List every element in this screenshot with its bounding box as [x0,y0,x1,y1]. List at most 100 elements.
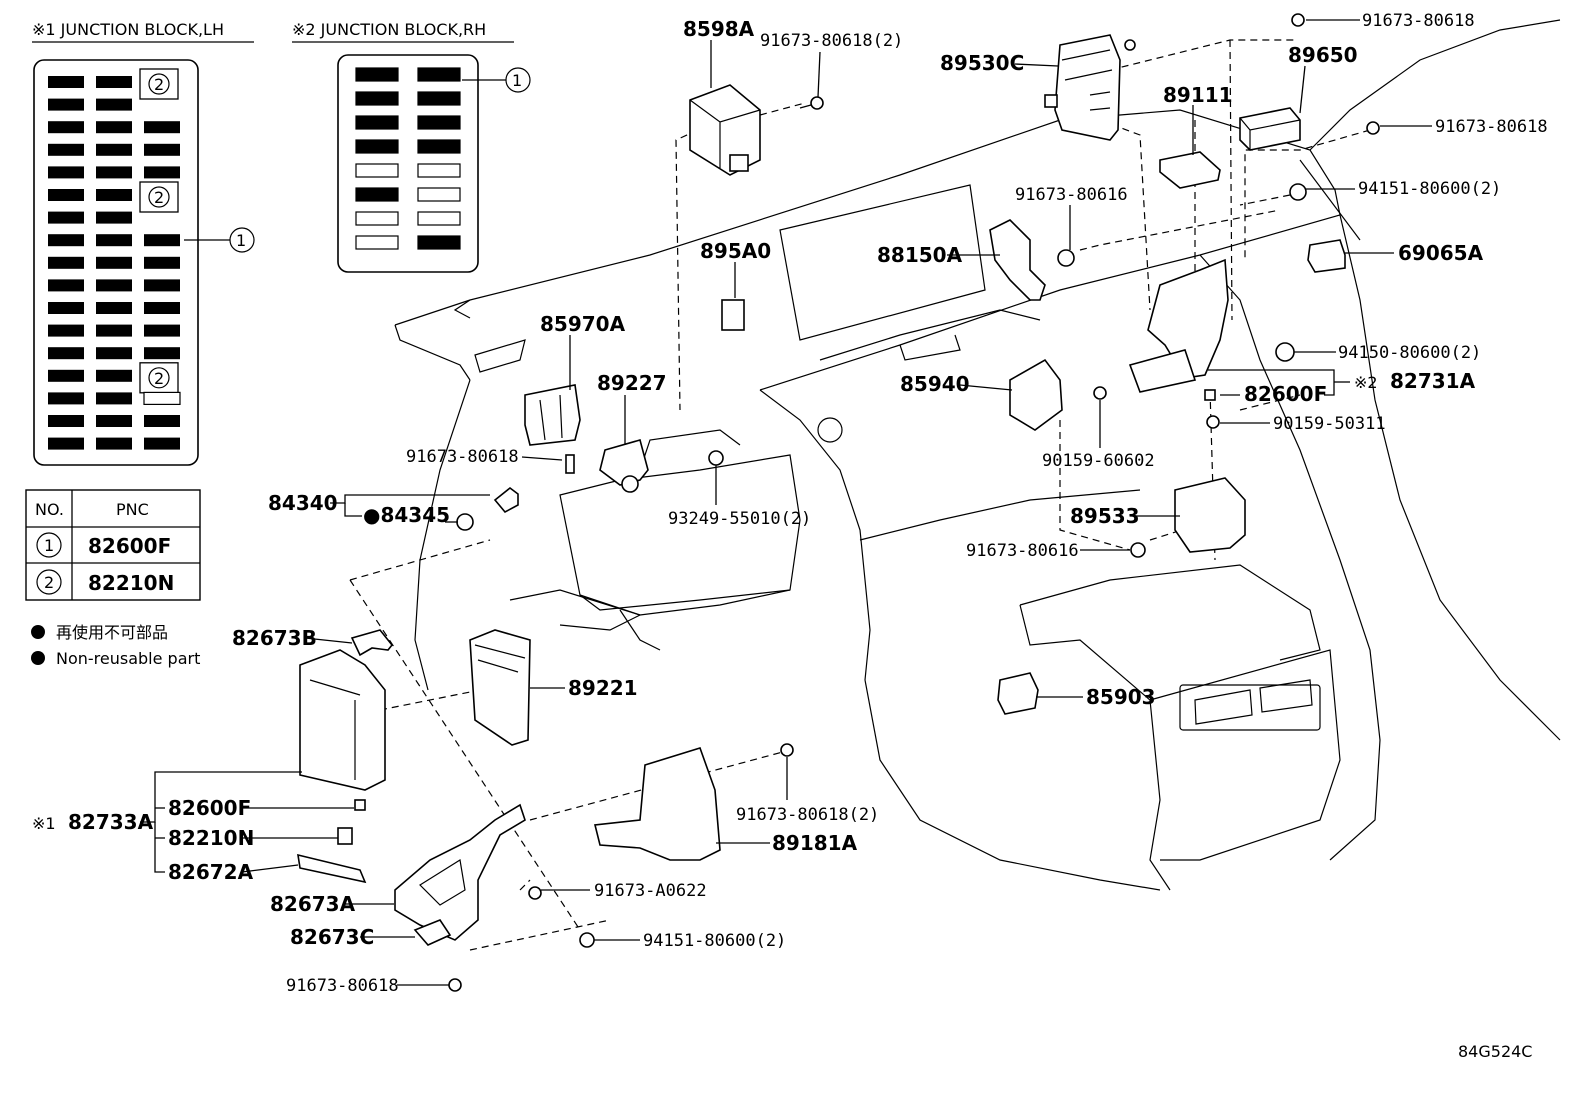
module-89111-shape [1159,151,1221,189]
label-90159-60602: 90159-60602 [1042,451,1155,471]
label-69065a: 69065A [1398,241,1484,265]
fuse-slot [48,392,84,405]
fuse-slot [355,115,399,130]
fuse-slot [144,121,180,134]
rh-fuse-grid [355,67,461,250]
fuse-slot [96,324,132,337]
fuse-slot [355,235,399,250]
label-82600f-right: 82600F [1244,382,1327,406]
fuse-slot [417,235,461,250]
fuse-slot [417,163,461,178]
fuse-slot [355,163,399,178]
fuse-slot [355,187,399,202]
fuse-slot [96,166,132,179]
fuse-slot [96,256,132,269]
label-91673-80618-2-low: 91673-80618(2) [736,805,879,825]
fuse-slot [96,392,132,405]
fuse-slot [48,211,84,224]
legend-row-2-pnc: 82210N [88,571,174,595]
label-91673-80618-tr2: 91673-80618 [1435,117,1548,137]
label-94150-80600-2: 94150-80600(2) [1338,343,1481,363]
legend-row-1-pnc: 82600F [88,534,171,558]
legend-row-1-no: 1 [44,536,54,555]
component-shapes [297,13,1380,992]
fuse-slot [417,115,461,130]
sensor-89227-shape [599,439,649,486]
junction-block-rh-inset: ※2 JUNCTION BLOCK,RH 1 [292,20,531,273]
label-84340: 84340 [268,491,338,515]
label-91673-80618-bottom: 91673-80618 [286,976,399,996]
fuse-slot [96,189,132,201]
ecu-89530c-shape [1054,34,1121,141]
label-91673-80618-tr1: 91673-80618 [1362,11,1475,31]
label-94151-80600-2-low: 94151-80600(2) [643,931,786,951]
bullet-icon [31,651,45,665]
fuse-slot [48,76,84,88]
inset-lh-title: ※1 JUNCTION BLOCK,LH [32,20,224,39]
fuse-slot [96,143,132,156]
fuse-slot [144,166,180,179]
fuse-slot [96,211,132,224]
module-85970a-shape [524,384,581,446]
label-82731a: 82731A [1390,369,1476,393]
fuse-callout-2: 2 [154,75,164,94]
fuse-slot [144,437,180,450]
fuse-slot [355,139,399,154]
label-89533: 89533 [1070,504,1140,528]
label-90159-50311: 90159-50311 [1273,414,1386,434]
label-89111: 89111 [1163,83,1233,107]
label-89227: 89227 [597,371,667,395]
label-89181a: 89181A [772,831,858,855]
label-85903: 85903 [1086,685,1156,709]
bullet-icon [31,625,45,639]
fuse-slot [48,279,84,292]
label-89650: 89650 [1288,43,1358,67]
fuse-slot [48,437,84,450]
fuse-slot [48,121,84,134]
label-84345: ●84345 [363,503,450,527]
module-89533-shape [1174,477,1246,553]
part-labels: 8598A 91673-80618(2) 89530C 91673-80618 … [32,11,1548,996]
label-82600f-left: 82600F [168,796,251,820]
lh-callout-1: 1 [236,231,246,250]
junction-block-lh-inset: ※1 JUNCTION BLOCK,LH 222 1 [32,20,255,466]
fuse-slot [144,256,180,269]
junction-block-82733a-shape [299,649,386,791]
label-88150a: 88150A [877,243,963,267]
bracket-82673b-shape [350,629,394,657]
fuse-slot [48,324,84,337]
fuse-callout-2: 2 [154,369,164,388]
lh-fuse-grid: 222 [48,68,181,450]
rh-callout-1: 1 [512,71,522,90]
legend-header-pnc: PNC [116,500,149,519]
fuse-slot [96,279,132,292]
fuse-slot [96,121,132,134]
fuse-slot [144,324,180,337]
fuse-slot [417,187,461,202]
label-82733a-ref: ※1 [32,814,56,833]
fuse-slot [417,139,461,154]
module-85940-shape [1009,358,1063,431]
fuse-slot [48,98,84,111]
inset-rh-title: ※2 JUNCTION BLOCK,RH [292,20,486,39]
fuse-slot [96,76,132,88]
label-895a0: 895A0 [700,239,771,263]
fuse-slot [417,211,461,226]
fuse-slot [355,211,399,226]
fuse-slot [96,415,132,427]
label-91673-80616-low: 91673-80616 [966,541,1079,561]
fuse-slot [144,279,180,292]
label-91673-a0622: 91673-A0622 [594,881,707,901]
fuse-slot [355,67,399,82]
fuse-slot [144,234,180,247]
legend-row-2-no: 2 [44,573,54,592]
label-82672a: 82672A [168,860,254,884]
cover-89181a-shape [594,747,721,861]
label-82673b: 82673B [232,626,317,650]
fuse-slot [96,302,132,314]
fuse-slot [96,234,132,247]
label-82673a: 82673A [270,892,356,916]
instrument-panel-outline [394,19,1561,891]
figure-code: 84G524C [1458,1042,1532,1061]
fuse-slot [96,369,132,382]
